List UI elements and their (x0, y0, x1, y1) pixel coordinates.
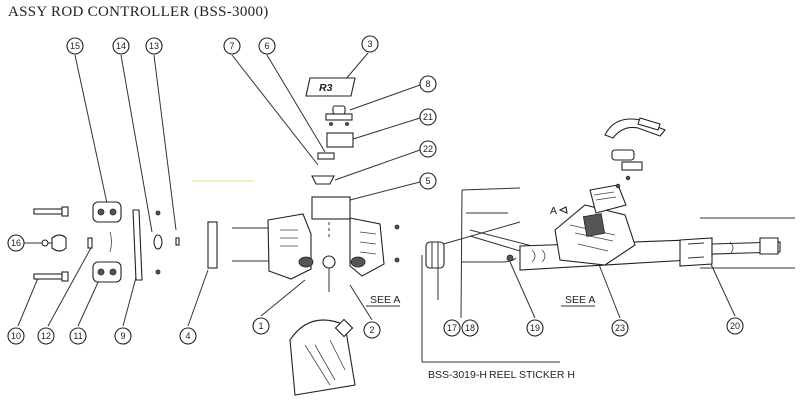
callout-5: 5 (419, 172, 437, 190)
switch-22 (311, 175, 335, 185)
detail-view-lower (289, 318, 356, 396)
cover-5 (311, 196, 351, 220)
svg-text:3: 3 (367, 39, 372, 49)
svg-text:9: 9 (120, 331, 125, 341)
callout-22: 22 (419, 140, 437, 158)
callout-9: 9 (114, 327, 132, 345)
callout-1: 1 (252, 317, 270, 335)
svg-text:11: 11 (73, 331, 82, 341)
callout-3: 3 (361, 35, 379, 53)
callout-7: 7 (223, 37, 241, 55)
center-key (322, 255, 336, 292)
svg-text:18: 18 (465, 323, 475, 333)
callout-15: 15 (66, 37, 84, 55)
svg-text:22: 22 (423, 144, 433, 154)
svg-text:13: 13 (149, 41, 159, 51)
spacer-6 (317, 152, 335, 160)
knob (41, 234, 67, 252)
sticker-part-number: BSS-3019-H (428, 369, 487, 381)
svg-text:20: 20 (730, 321, 740, 331)
callout-13: 13 (145, 37, 163, 55)
diagram-title: ASSY ROD CONTROLLER (BSS-3000) (8, 4, 269, 20)
svg-text:23: 23 (615, 323, 625, 333)
callout-18: 18 (461, 319, 479, 337)
housing-left (267, 213, 314, 280)
screw-upper (33, 206, 69, 217)
callout-21: 21 (419, 108, 437, 126)
svg-text:14: 14 (116, 41, 126, 51)
svg-text:R3: R3 (319, 82, 333, 94)
reel-sticker-ring (425, 241, 445, 269)
button-cap (325, 105, 353, 126)
callout-23: 23 (611, 319, 629, 337)
svg-text:8: 8 (425, 79, 430, 89)
screw-lower (33, 271, 69, 282)
svg-text:21: 21 (423, 112, 433, 122)
housing-right (349, 217, 385, 277)
svg-text:10: 10 (11, 331, 21, 341)
svg-text:7: 7 (229, 41, 234, 51)
leader-lines (17, 52, 795, 363)
callout-19: 19 (526, 319, 544, 337)
callout-12: 12 (37, 327, 55, 345)
callout-2: 2 (363, 321, 381, 339)
sticker-part-name: REEL STICKER H (489, 369, 575, 381)
right-assembly: A (425, 117, 781, 271)
left-assembly: R3 (33, 77, 400, 396)
washer-14 (153, 234, 163, 250)
callout-11: 11 (69, 327, 87, 345)
svg-text:6: 6 (264, 41, 269, 51)
callout-6: 6 (258, 37, 276, 55)
callout-8: 8 (419, 75, 437, 93)
washer (87, 237, 93, 249)
see-a-label-right: SEE A (565, 294, 595, 306)
callout-10: 10 (7, 327, 25, 345)
base-plate (207, 221, 218, 269)
svg-text:15: 15 (70, 41, 80, 51)
trigger-parts (604, 117, 666, 189)
svg-text:1: 1 (258, 321, 263, 331)
side-plate (132, 209, 143, 281)
see-a-label-left: SEE A (370, 294, 400, 306)
svg-text:A: A (550, 205, 557, 217)
callout-16: 16 (7, 234, 25, 252)
label-plate: R3 (305, 77, 356, 97)
spring-clip (109, 231, 112, 253)
svg-text:2: 2 (369, 325, 374, 335)
callout-20: 20 (726, 317, 744, 335)
svg-text:12: 12 (41, 331, 51, 341)
callouts: 15 14 13 7 6 3 8 21 22 5 16 10 12 11 9 4… (7, 35, 744, 345)
callout-17: 17 (443, 319, 461, 337)
controller-body (554, 184, 636, 266)
callout-14: 14 (112, 37, 130, 55)
svg-text:16: 16 (11, 238, 21, 248)
callout-4: 4 (179, 327, 197, 345)
svg-text:4: 4 (185, 331, 190, 341)
svg-text:5: 5 (425, 176, 430, 186)
svg-text:17: 17 (447, 323, 457, 333)
switch-block (326, 132, 354, 148)
clamp-plate-upper (92, 201, 122, 223)
pin-13 (175, 237, 180, 246)
svg-text:19: 19 (530, 323, 540, 333)
clamp-plate-lower (92, 261, 122, 283)
